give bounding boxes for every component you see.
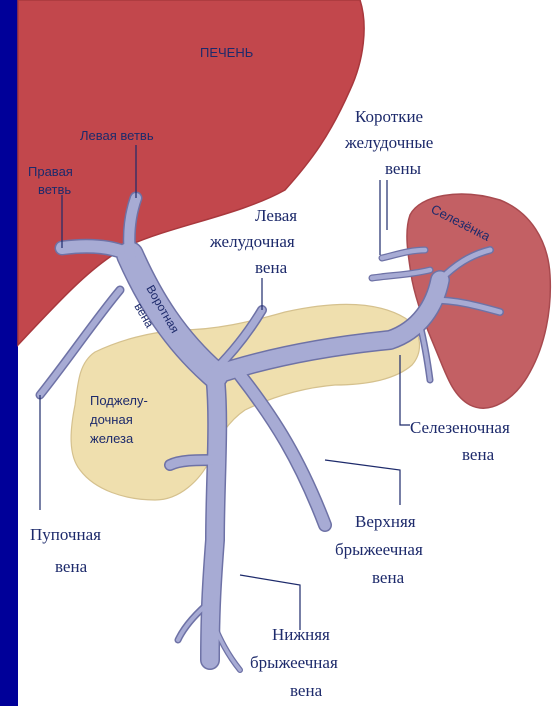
inferior-mesenteric-line-2: брыжеечная bbox=[250, 653, 338, 672]
superior-mesenteric-vein-label: Верхняя брыжеечная вена bbox=[335, 512, 423, 587]
pancreas-label-line-2: дочная bbox=[90, 412, 133, 427]
superior-mesenteric-line-2: брыжеечная bbox=[335, 540, 423, 559]
right-branch-line-2: ветвь bbox=[38, 182, 71, 197]
liver-label: ПЕЧЕНЬ bbox=[200, 45, 253, 60]
short-gastric-line-3: вены bbox=[385, 159, 422, 178]
pancreas-label-line-3: железа bbox=[90, 431, 134, 446]
umbilical-line-1: Пупочная bbox=[30, 525, 101, 544]
inferior-mesenteric-line-3: вена bbox=[290, 681, 323, 700]
right-branch-line-1: Правая bbox=[28, 164, 73, 179]
left-gastric-line-2: желудочная bbox=[209, 232, 295, 251]
superior-mesenteric-line-1: Верхняя bbox=[355, 512, 416, 531]
splenic-line-1: Селезеночная bbox=[410, 418, 510, 437]
left-gastric-line-1: Левая bbox=[255, 206, 297, 225]
left-branch-label: Левая ветвь bbox=[80, 128, 154, 143]
inferior-mesenteric-vein-label: Нижняя брыжеечная вена bbox=[250, 625, 338, 700]
umbilical-vein-label: Пупочная вена bbox=[30, 525, 101, 576]
left-gastric-vein-label: Левая желудочная вена bbox=[209, 206, 297, 277]
short-gastric-line-1: Короткие bbox=[355, 107, 423, 126]
pancreas-label-line-1: Поджелу- bbox=[90, 393, 148, 408]
umbilical-line-2: вена bbox=[55, 557, 88, 576]
short-gastric-veins-label: Короткие желудочные вены bbox=[344, 107, 433, 178]
splenic-vein-label: Селезеночная вена bbox=[410, 418, 510, 464]
splenic-line-2: вена bbox=[462, 445, 495, 464]
superior-mesenteric-line-3: вена bbox=[372, 568, 405, 587]
short-gastric-line-2: желудочные bbox=[344, 133, 433, 152]
inferior-mesenteric-line-1: Нижняя bbox=[272, 625, 330, 644]
left-gastric-line-3: вена bbox=[255, 258, 288, 277]
